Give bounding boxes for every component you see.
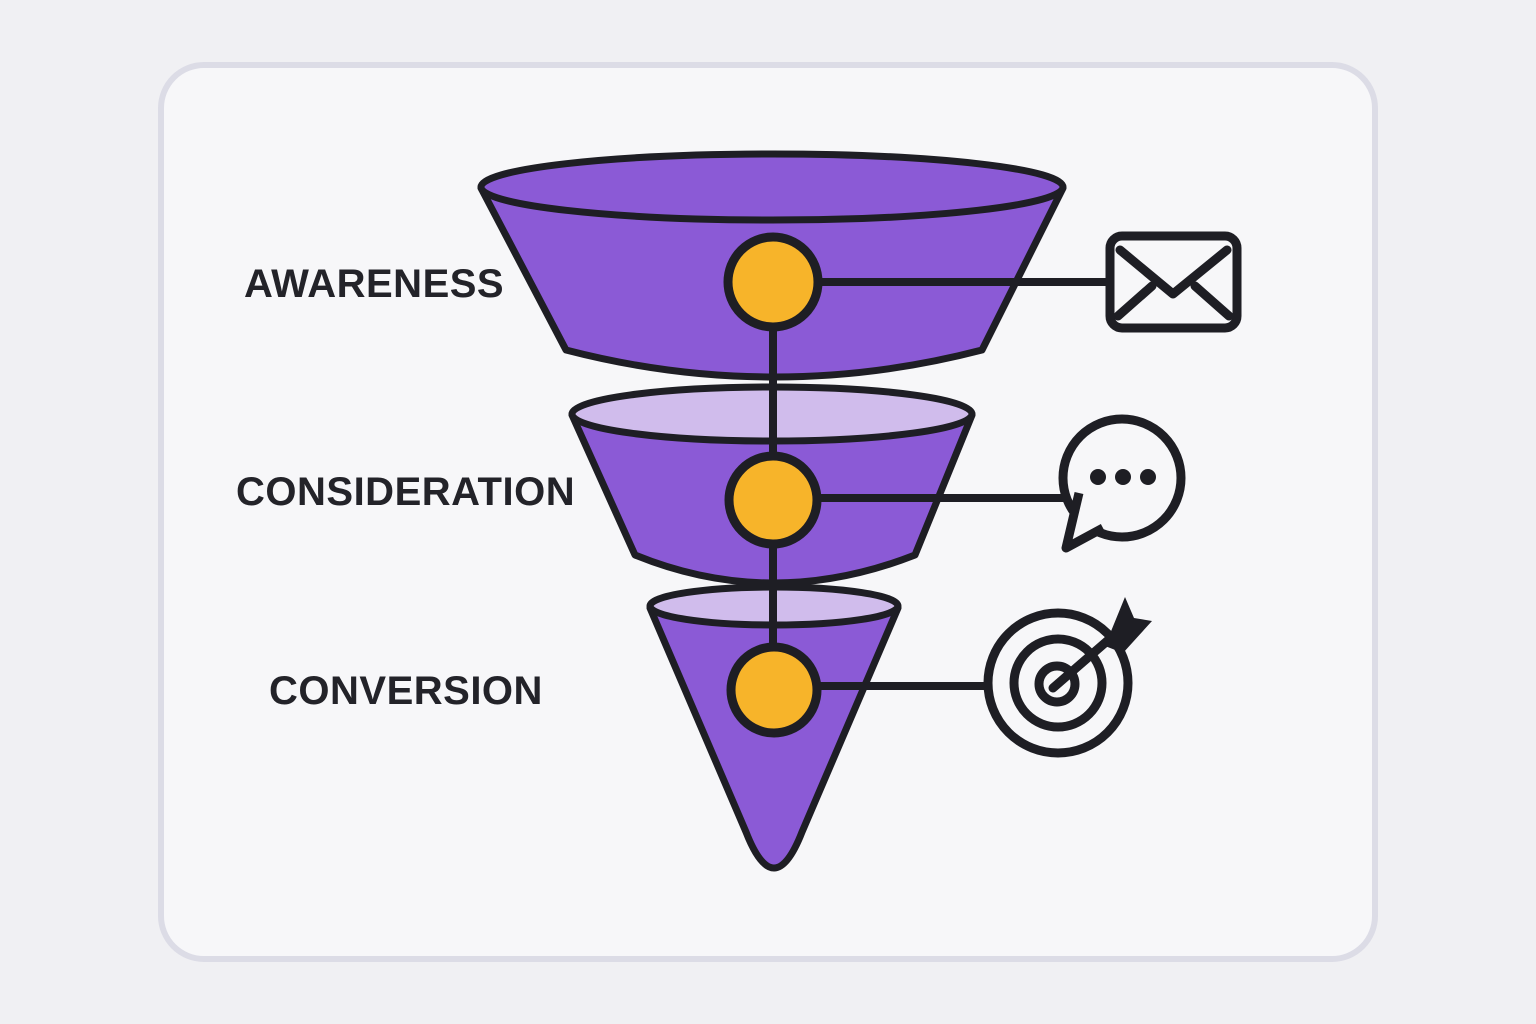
funnel-top-segment-rim: [477, 150, 1067, 224]
target-arrow-fletching: [1105, 597, 1152, 653]
stage-label-awareness: AWARENESS: [244, 262, 505, 306]
chat-dot-1: [1090, 469, 1106, 485]
envelope-flap: [1115, 245, 1232, 299]
chat-bubble-icon: [1058, 414, 1186, 553]
target-icon: [983, 597, 1152, 758]
funnel-bottom-segment-body: [646, 604, 902, 872]
consideration-marker-dot: [724, 451, 822, 549]
chat-dot-3: [1140, 469, 1156, 485]
conversion-marker-dot: [726, 642, 822, 738]
envelope-fold-lines: [1113, 281, 1234, 321]
stage-label-conversion: CONVERSION: [269, 669, 543, 713]
awareness-marker-dot: [723, 232, 823, 332]
envelope-icon: [1105, 231, 1242, 333]
stage-label-consideration: CONSIDERATION: [236, 470, 576, 514]
envelope-body: [1105, 231, 1242, 333]
chat-dot-2: [1115, 469, 1131, 485]
chat-bubble-tail: [1061, 491, 1106, 553]
